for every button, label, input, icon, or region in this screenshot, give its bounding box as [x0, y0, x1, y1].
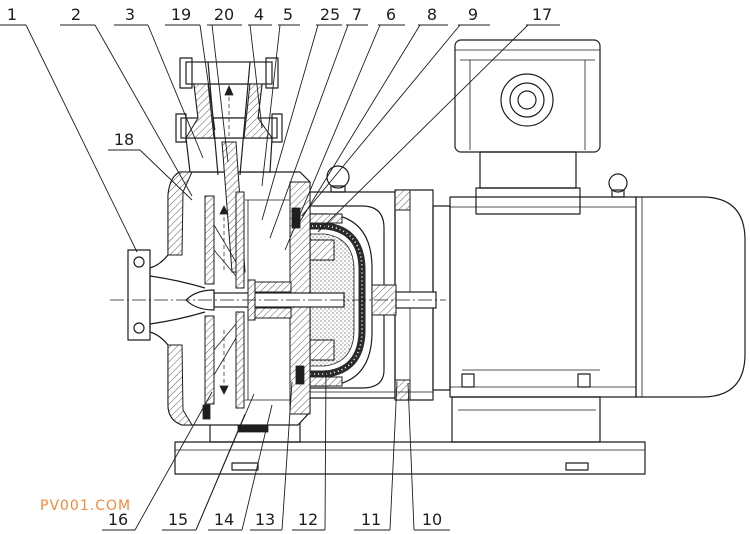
- watermark: PV001.COM: [40, 498, 131, 514]
- callout-label: 8: [427, 5, 437, 24]
- callout-label: 2: [71, 5, 81, 24]
- callout-label: 16: [108, 510, 128, 529]
- pump-shaft: [110, 279, 446, 321]
- leader-line: [317, 24, 529, 233]
- callout-label: 11: [361, 510, 381, 529]
- impeller-flow-arrow: [219, 205, 229, 215]
- callout-label: 10: [422, 510, 442, 529]
- leader-line: [139, 149, 193, 201]
- callout-label: 5: [283, 5, 293, 24]
- leader-line: [389, 381, 398, 531]
- callout-label: 14: [214, 510, 234, 529]
- callouts-bottom: 16 15 14 13 12 11 10: [102, 369, 450, 531]
- motor-lifting-eye: [608, 173, 628, 193]
- motor-foot: [451, 396, 601, 443]
- leader-line: [94, 24, 193, 197]
- cable-gland: [500, 73, 554, 127]
- suction-flange-bolt: [133, 322, 145, 334]
- callout-label: 20: [214, 5, 234, 24]
- nozzle-wall-right: [243, 83, 273, 139]
- motor-foot-boss: [577, 373, 591, 388]
- base-plate: [174, 441, 646, 475]
- leader-line: [241, 404, 273, 531]
- impeller-back-shroud-lower: [235, 311, 245, 409]
- leader-line: [195, 393, 255, 531]
- impeller-back-shroud-upper: [235, 191, 245, 289]
- casing-wall-upper: [167, 171, 193, 256]
- callout-label: 18: [114, 130, 134, 149]
- leader-line: [261, 24, 281, 187]
- motor: [432, 173, 746, 443]
- suction-passage-upper: [149, 275, 206, 289]
- suction-passage-lower: [149, 311, 206, 325]
- terminal-box-cover: [454, 39, 601, 153]
- leader-line: [261, 24, 319, 221]
- leader-line: [407, 382, 415, 531]
- motor-lifting-eye-base: [611, 189, 625, 198]
- callout-label: 15: [168, 510, 188, 529]
- terminal-box-base: [475, 187, 581, 215]
- callout-label: 4: [254, 5, 264, 24]
- callout-label: 25: [320, 5, 340, 24]
- cable-gland-inner: [517, 90, 537, 110]
- leader-line: [147, 24, 204, 159]
- leader-line: [25, 24, 138, 253]
- nozzle-bolt-head: [271, 113, 283, 143]
- leader-line: [269, 24, 349, 239]
- adapter-flange-section: [394, 189, 411, 211]
- callouts-left: 18: [108, 130, 193, 201]
- impeller-front-shroud-lower: [204, 315, 215, 405]
- callout-label: 19: [171, 5, 191, 24]
- impeller-vanes: [213, 224, 237, 376]
- leader-line: [301, 24, 461, 217]
- motor-foot-boss: [461, 373, 475, 388]
- callouts-top: 1 2 3 19 20 4 5 25 7 6 8 9: [0, 5, 560, 253]
- nozzle-bolt-head: [265, 57, 279, 89]
- motor-body: [449, 196, 637, 398]
- callout-label: 12: [298, 510, 318, 529]
- drain-plug: [202, 404, 211, 420]
- leader-line: [134, 391, 213, 531]
- suction-flange-bolt: [133, 256, 145, 268]
- discharge-flow-arrow: [224, 85, 234, 96]
- callout-label: 6: [386, 5, 396, 24]
- nozzle-top-flange: [185, 61, 273, 85]
- impeller-flow-arrow: [219, 385, 229, 395]
- cable-gland-outer: [500, 73, 554, 127]
- terminal-box-neck: [479, 151, 577, 189]
- leader-line: [324, 369, 327, 531]
- cable-gland-middle: [509, 82, 545, 118]
- leader-line: [249, 24, 263, 129]
- leader-line: [199, 24, 216, 131]
- nozzle-bolt-head: [179, 57, 193, 89]
- leader-line: [295, 24, 421, 229]
- callout-label: 1: [7, 5, 17, 24]
- impeller-front-shroud-upper: [204, 195, 215, 285]
- callout-label: 7: [352, 5, 362, 24]
- callout-label: 13: [255, 510, 275, 529]
- fan-cover: [635, 196, 746, 398]
- base-slot-right: [565, 462, 589, 471]
- leader-line: [281, 381, 293, 531]
- leader-line: [211, 24, 229, 163]
- nozzle-bolt-head: [175, 113, 187, 143]
- casing-wall-lower: [167, 344, 193, 426]
- terminal-box: [454, 39, 601, 215]
- bracket-lifting-eye-base: [330, 185, 346, 193]
- callout-label: 3: [125, 5, 135, 24]
- callout-label: 17: [532, 5, 552, 24]
- bracket-lifting-eye: [326, 165, 350, 189]
- leader-line: [284, 24, 381, 251]
- bearing-upper: [254, 281, 292, 293]
- bearing-lower: [254, 307, 292, 319]
- impeller: [204, 191, 245, 409]
- rear-cover-bolt: [295, 365, 305, 385]
- base-slot-left: [231, 462, 259, 471]
- suction-flange: [127, 249, 151, 341]
- base-frame: [174, 441, 646, 475]
- callout-label: 9: [468, 5, 478, 24]
